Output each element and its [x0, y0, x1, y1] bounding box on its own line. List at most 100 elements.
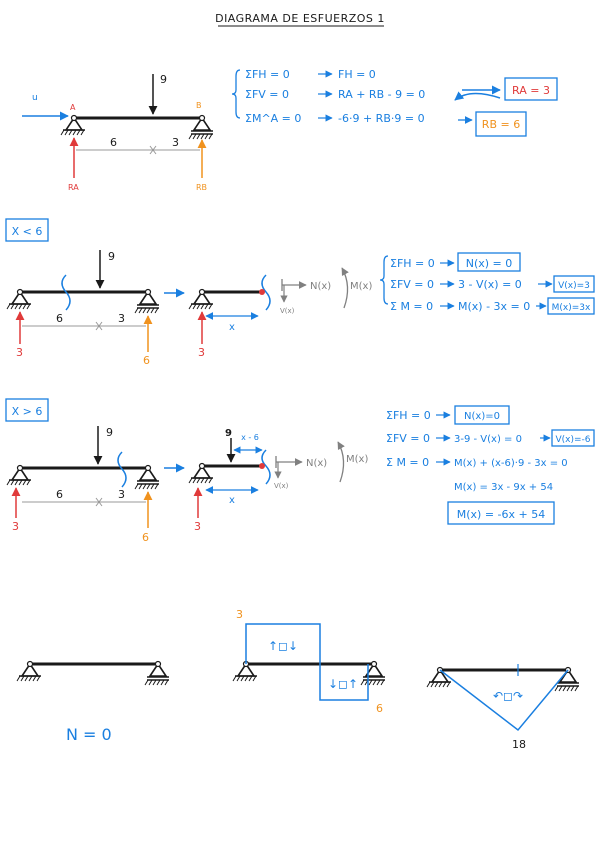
- moment-expand: M(x) = 3x - 9x + 54: [454, 482, 553, 493]
- cut-mark: [61, 274, 71, 311]
- cut-mark: [261, 449, 271, 485]
- eq3-rhs: -6·9 + RB·9 = 0: [338, 112, 425, 125]
- reaction-a-label: 3: [12, 520, 19, 533]
- shear-top-label: 3: [236, 608, 243, 621]
- shear-negative-block: [319, 664, 369, 701]
- eq3-mid: M(x) - 3x = 0: [458, 300, 530, 313]
- dim-right-label: 3: [172, 136, 179, 149]
- shear-diagram: 3 6 ↑◻↓ ↓◻↑: [232, 608, 386, 715]
- equation-brace: [379, 255, 389, 305]
- moment-triangle: [439, 669, 569, 732]
- eq2-lhs: ΣFV = 0: [390, 278, 434, 291]
- reaction-a-label: 3: [16, 346, 23, 359]
- shear-negative-sign-icon: ↓◻↑: [328, 677, 358, 691]
- eq2-result-box: [553, 275, 595, 293]
- shear-bottom-label: 6: [376, 702, 383, 715]
- cut-dim-label: x: [229, 495, 235, 506]
- moment-result: M(x) = -6x + 54: [457, 508, 545, 521]
- eq2-result: V(x)=-6: [555, 435, 590, 445]
- dimension-mark-icon: [95, 321, 103, 331]
- eq1-result: N(x) = 0: [466, 257, 513, 270]
- cut-reaction-label: 3: [198, 346, 205, 359]
- normal-label: N(x): [310, 281, 331, 292]
- eq2-mid: 3 - V(x) = 0: [458, 278, 522, 291]
- result-a-box: [504, 77, 558, 101]
- support-b-label: B: [196, 101, 202, 110]
- dim-left-label: 6: [56, 488, 63, 501]
- eq2-rhs: RA + RB - 9 = 0: [338, 88, 425, 101]
- eq3-lhs: Σ M = 0: [390, 300, 433, 313]
- curved-arrow-icon: [454, 91, 501, 101]
- page-title: DIAGRAMA DE ESFUERZOS 1: [215, 12, 385, 25]
- result-a-text: RA = 3: [512, 84, 550, 97]
- eq1-lhs: ΣFH = 0: [245, 68, 290, 81]
- case-label: X < 6: [12, 225, 43, 238]
- eq1-result: N(x)=0: [464, 411, 500, 422]
- eq1-lhs: ΣFH = 0: [386, 409, 431, 422]
- load-label: 9: [160, 73, 167, 86]
- equation-brace: [231, 69, 241, 119]
- eq2-lhs: ΣFV = 0: [386, 432, 430, 445]
- section-x-lt-6: X < 6 9 6 3 3 6 x 3 N(x) V(x) M(x) ΣFH =…: [5, 218, 595, 367]
- cut-point: [259, 463, 265, 469]
- shear-label: V(x): [280, 307, 295, 315]
- offset-label: x - 6: [241, 433, 259, 442]
- eq2-result-box: [551, 429, 595, 447]
- dim-right-label: 3: [118, 312, 125, 325]
- horizontal-force-label: u: [32, 93, 38, 103]
- moment-label: M(x): [350, 281, 372, 292]
- dim-left-label: 6: [110, 136, 117, 149]
- cut-point: [259, 289, 265, 295]
- reaction-b-label: RB: [196, 183, 207, 192]
- moment-sign-icon: ↶◻↷: [493, 689, 523, 703]
- cut-dim-label: x: [229, 322, 235, 333]
- cut-load-label: 9: [225, 428, 232, 439]
- eq3-mid: M(x) + (x-6)·9 - 3x = 0: [454, 458, 568, 469]
- shear-positive-block: [245, 623, 321, 664]
- cut-mark: [117, 451, 127, 488]
- moment-diagram: 18 ↶◻↷: [426, 664, 580, 751]
- global-equations: ΣFH = 0 FH = 0 ΣFV = 0 RA + RB - 9 = 0 Σ…: [231, 68, 558, 137]
- eq3-result: M(x)=3x: [552, 303, 591, 313]
- moment-label: M(x): [346, 454, 368, 465]
- result-b-box: [475, 111, 527, 137]
- eq2-mid: 3-9 - V(x) = 0: [454, 434, 522, 445]
- dimension-mark-icon: [149, 145, 157, 155]
- eq1-rhs: FH = 0: [338, 68, 376, 81]
- moment-arrow: [341, 267, 349, 309]
- reaction-b-label: 6: [143, 354, 150, 367]
- moment-peak-label: 18: [512, 738, 526, 751]
- shear-positive-sign-icon: ↑◻↓: [268, 639, 298, 653]
- moment-result-box: [447, 501, 555, 525]
- normal-label: N = 0: [66, 725, 112, 744]
- reaction-b-label: 6: [142, 531, 149, 544]
- section-x-gt-6: X > 6 9 6 3 3 6 9 x - 6 x 3 N(x) V(x): [5, 398, 595, 544]
- cut-reaction-label: 3: [194, 520, 201, 533]
- dim-left-label: 6: [56, 312, 63, 325]
- eq2-result: V(x)=3: [558, 281, 590, 291]
- normal-diagram: N = 0: [16, 660, 170, 744]
- support-a-label: A: [70, 103, 76, 112]
- load-label: 9: [106, 426, 113, 439]
- eq2-lhs: ΣFV = 0: [245, 88, 289, 101]
- eq1-lhs: ΣFH = 0: [390, 257, 435, 270]
- dim-right-label: 3: [118, 488, 125, 501]
- reaction-a-label: RA: [68, 183, 79, 192]
- eq3-lhs: ΣM^A = 0: [245, 112, 301, 125]
- case-label-box: [5, 218, 49, 242]
- dimension-mark-icon: [95, 497, 103, 507]
- eq3-result-box: [547, 297, 595, 315]
- result-b-text: RB = 6: [482, 118, 520, 131]
- case-label-box: [5, 398, 49, 422]
- eq1-result-box: [454, 405, 510, 425]
- normal-label: N(x): [306, 458, 327, 469]
- shear-label: V(x): [274, 482, 289, 490]
- eq3-lhs: Σ M = 0: [386, 456, 429, 469]
- load-label: 9: [108, 250, 115, 263]
- moment-arrow: [337, 441, 345, 483]
- global-beam-group: 9 u A B RA RB 6 3: [22, 73, 214, 192]
- eq1-result-box: [457, 252, 521, 272]
- cut-mark: [261, 274, 271, 311]
- case-label: X > 6: [12, 405, 43, 418]
